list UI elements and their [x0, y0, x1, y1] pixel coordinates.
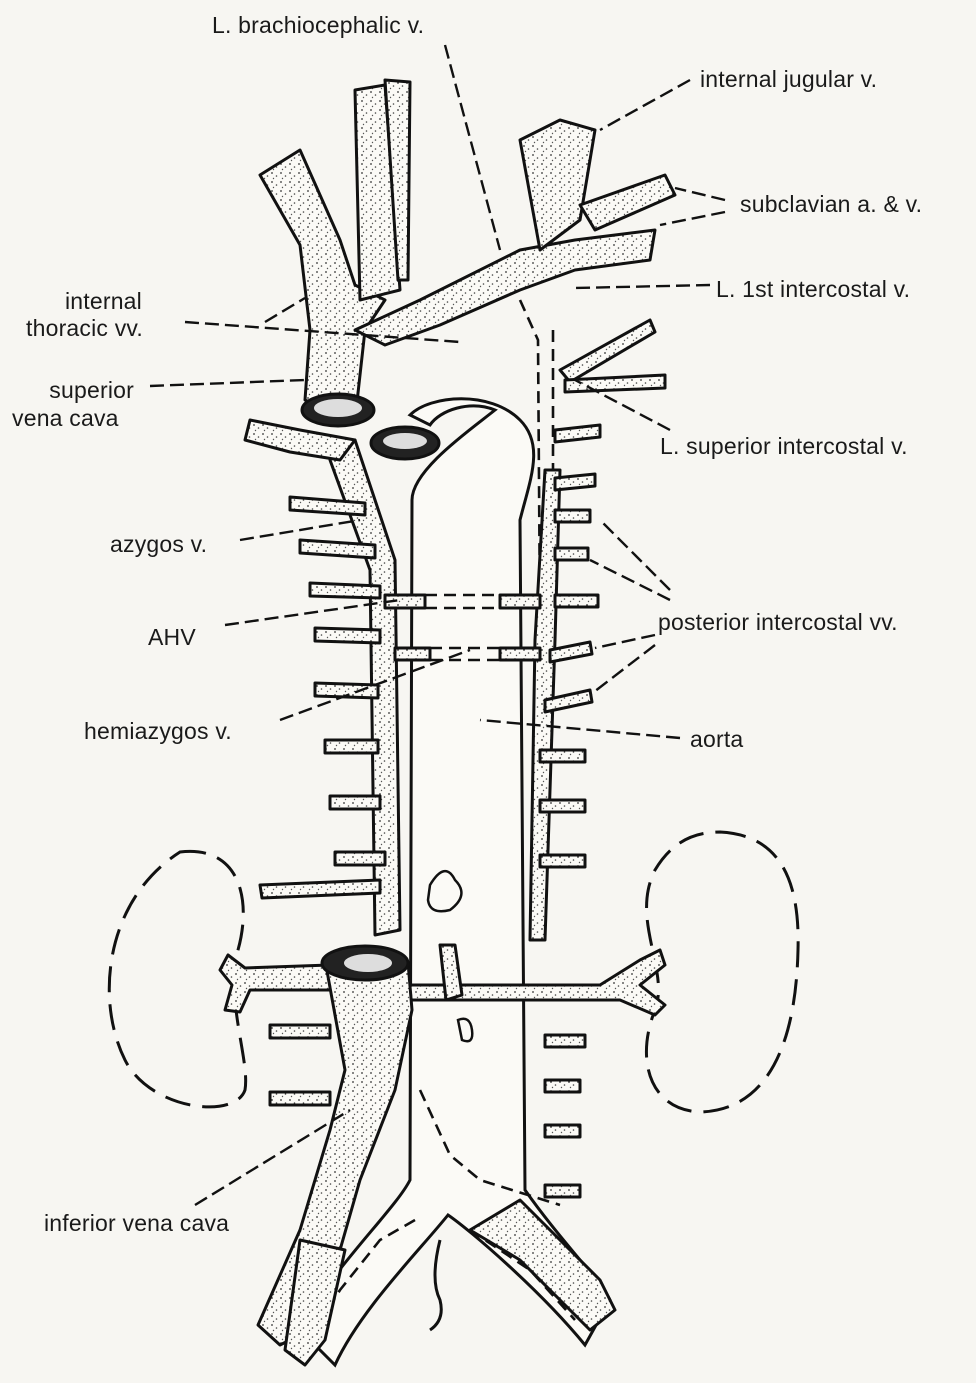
label-internal-thoracic-line-1: internal	[26, 288, 142, 315]
svc-cut-lumen	[314, 399, 362, 417]
label-subclavian-a-v: subclavian a. & v.	[740, 191, 922, 218]
ivc-cut-lumen	[344, 954, 392, 972]
median-sacral-vessel	[430, 1240, 441, 1330]
left-crossing-shape	[500, 595, 540, 608]
label-inferior-vena-cava: inferior vena cava	[44, 1210, 229, 1237]
left-internal-jugular-shape	[520, 120, 595, 250]
right-kidney-outline	[109, 851, 245, 1106]
label-internal-jugular-v: internal jugular v.	[700, 66, 877, 93]
label-internal-thoracic-line-2: thoracic vv.	[26, 315, 143, 342]
label-posterior-intercostal-vv: posterior intercostal vv.	[658, 609, 898, 636]
right-renal-vein-shape	[220, 955, 330, 1012]
left-subclavian-artery-vein-shape	[580, 175, 675, 230]
label-superior-vena-cava-line-2: vena cava	[12, 405, 119, 432]
trunk-cut-lumen	[383, 433, 427, 449]
label-ahv: AHV	[148, 624, 196, 651]
left-crossing-shape-2	[500, 648, 540, 660]
label-l-1st-intercostal-v: L. 1st intercostal v.	[716, 276, 910, 303]
label-l-brachiocephalic-v: L. brachiocephalic v.	[212, 12, 424, 39]
left-kidney-outline	[646, 832, 798, 1112]
label-hemiazygos-v: hemiazygos v.	[84, 718, 232, 745]
label-superior-vena-cava-line-1: superior	[22, 377, 134, 404]
left-intercostal-veins	[540, 320, 665, 1197]
hemiazygos-crossing-shape	[395, 648, 430, 660]
label-azygos-v: azygos v.	[110, 531, 207, 558]
label-aorta: aorta	[690, 726, 743, 753]
label-l-superior-intercostal-v: L. superior intercostal v.	[660, 433, 908, 460]
